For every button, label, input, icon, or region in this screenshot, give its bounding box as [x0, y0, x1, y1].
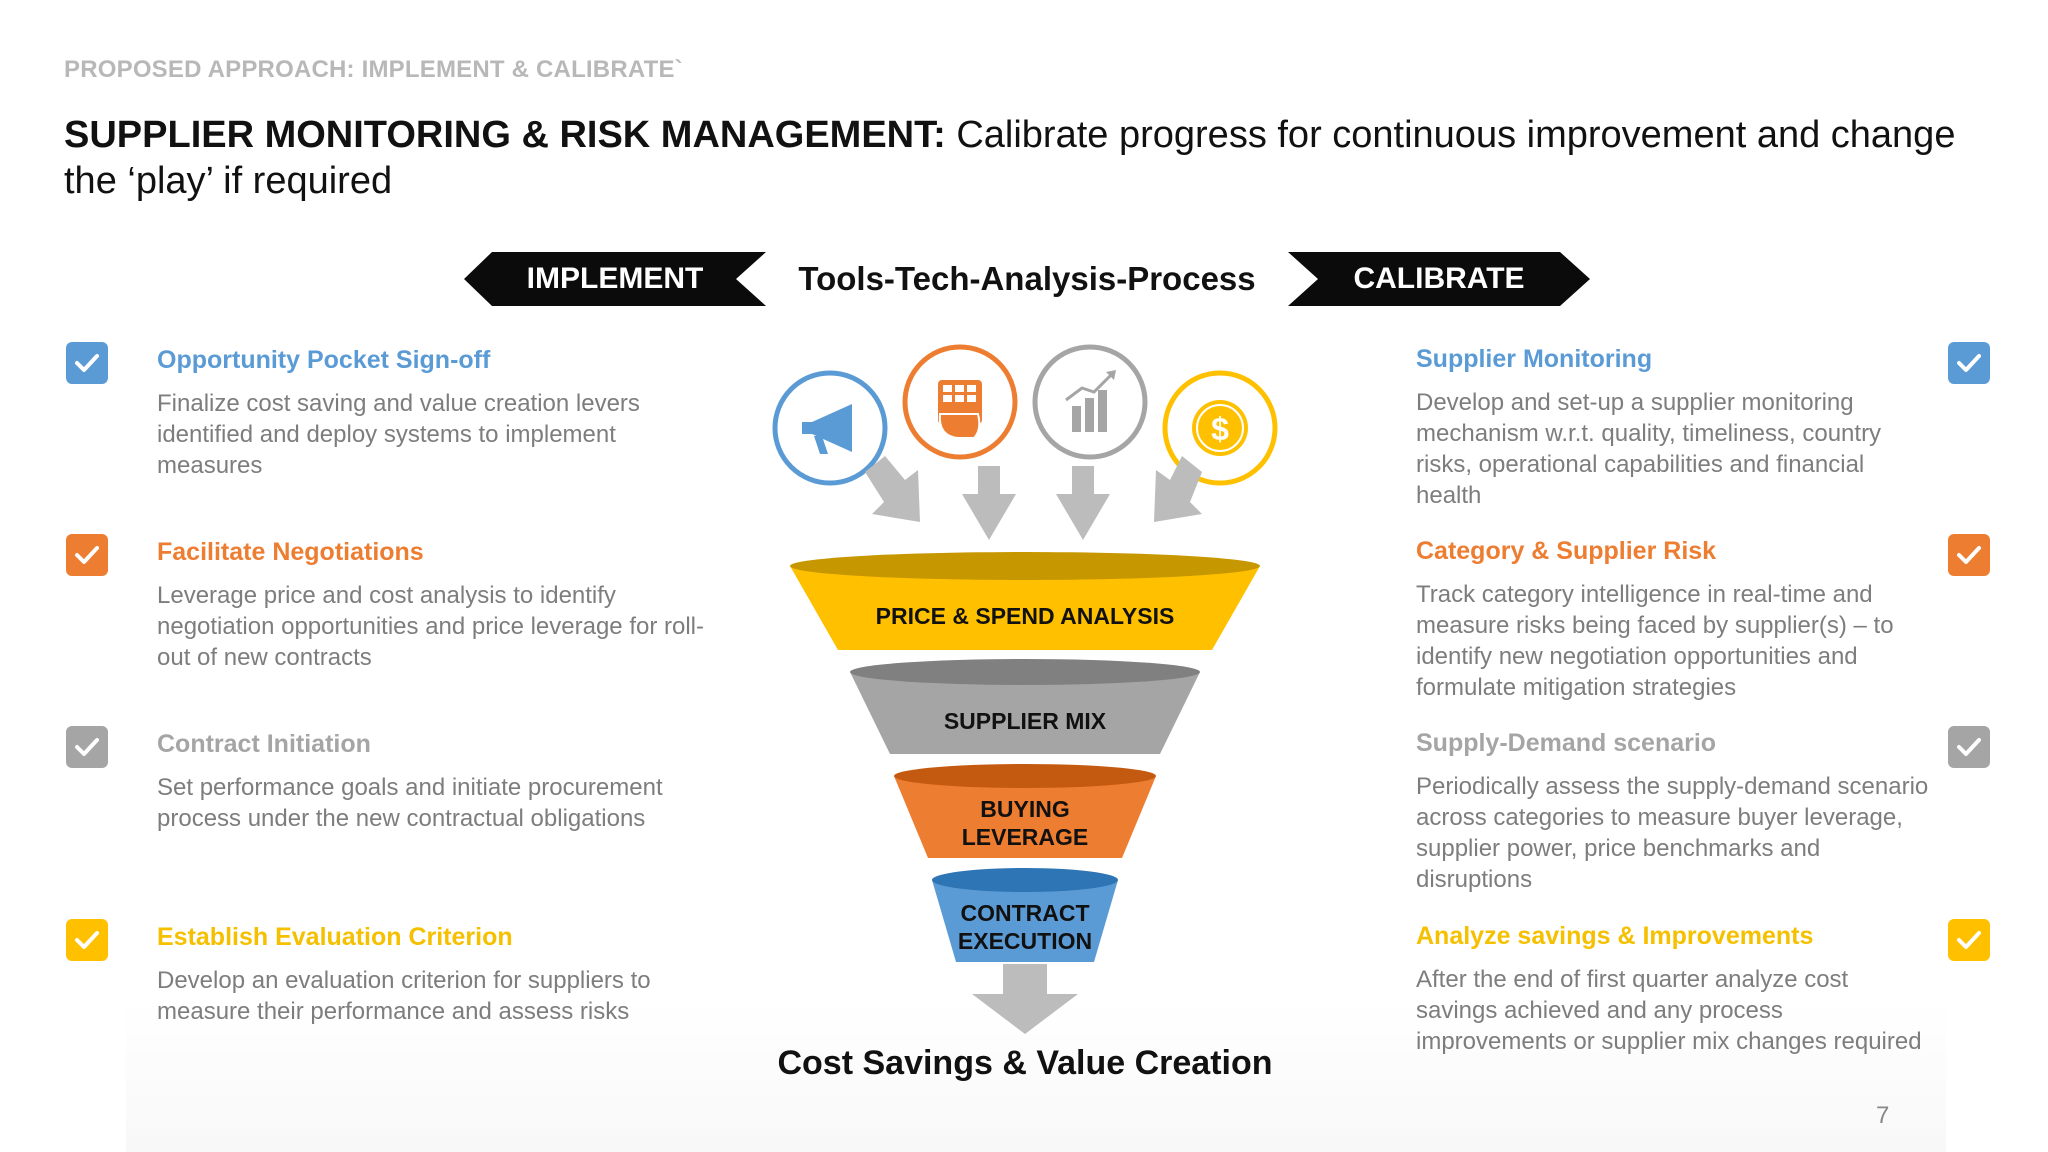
funnel-label: CONTRACT: [960, 900, 1089, 926]
checkbox-checked-icon: [66, 342, 108, 384]
funnel-label: SUPPLIER MIX: [944, 708, 1107, 734]
checkbox-checked-icon: [66, 534, 108, 576]
funnel-level-buying-leverage: BUYING LEVERAGE: [894, 764, 1156, 858]
megaphone-icon: [772, 370, 888, 486]
item-title: Opportunity Pocket Sign-off: [157, 346, 491, 374]
right-item-category-risk: Category & Supplier Risk Track category …: [1416, 536, 1936, 703]
item-description: Set performance goals and initiate procu…: [157, 774, 663, 832]
item-description: Finalize cost saving and value creation …: [157, 390, 640, 479]
right-item-supply-demand: Supply-Demand scenario Periodically asse…: [1416, 728, 1936, 895]
item-title: Facilitate Negotiations: [157, 538, 424, 566]
section-eyebrow: PROPOSED APPROACH: IMPLEMENT & CALIBRATE…: [64, 56, 683, 83]
bar-chart-growth-icon: [1032, 344, 1148, 460]
item-description: After the end of first quarter analyze c…: [1416, 966, 1922, 1055]
arrow-down-icon: [962, 466, 1016, 540]
hand-calculator-icon: [902, 344, 1018, 460]
checkbox-checked-icon: [66, 726, 108, 768]
item-title: Category & Supplier Risk: [1416, 537, 1717, 565]
item-title: Supplier Monitoring: [1416, 345, 1653, 373]
checkbox-checked-icon: [1948, 342, 1990, 384]
funnel-label: EXECUTION: [958, 928, 1092, 954]
right-item-supplier-monitoring: Supplier Monitoring Develop and set-up a…: [1416, 344, 1936, 511]
page-number: 7: [1876, 1102, 1890, 1129]
page-title-rest: Calibrate progress for continuous improv…: [64, 114, 1956, 202]
svg-text:$: $: [1211, 411, 1229, 447]
funnel-result-label: Cost Savings & Value Creation: [777, 1044, 1273, 1082]
item-title: Contract Initiation: [157, 730, 371, 758]
funnel-diagram: $ PRICE & SPEND ANALYSIS SUPPLIER MIX BU…: [772, 344, 1278, 1034]
funnel-level-price-spend: PRICE & SPEND ANALYSIS: [790, 552, 1260, 650]
funnel-label: PRICE & SPEND ANALYSIS: [876, 603, 1175, 629]
checkmark-icon: [1957, 546, 1981, 564]
left-item-negotiations: Facilitate Negotiations Leverage price a…: [157, 537, 717, 673]
funnel-level-contract-execution: CONTRACT EXECUTION: [932, 868, 1118, 962]
checkmark-icon: [75, 354, 99, 372]
checkmark-icon: [75, 546, 99, 564]
page-title: SUPPLIER MONITORING & RISK MANAGEMENT: C…: [64, 112, 1994, 204]
item-description: Develop and set-up a supplier monitoring…: [1416, 389, 1882, 509]
calibrate-label: CALIBRATE: [1353, 262, 1525, 295]
item-description: Develop an evaluation criterion for supp…: [157, 967, 651, 1025]
left-item-evaluation: Establish Evaluation Criterion Develop a…: [157, 922, 717, 1027]
checkbox-checked-icon: [1948, 919, 1990, 961]
checkbox-checked-icon: [1948, 534, 1990, 576]
arrow-down-icon: [1056, 466, 1110, 540]
checkbox-checked-icon: [66, 919, 108, 961]
item-description: Leverage price and cost analysis to iden…: [157, 582, 704, 671]
implement-arrow-banner: IMPLEMENT: [464, 252, 766, 306]
item-title: Analyze savings & Improvements: [1416, 922, 1814, 950]
funnel-level-supplier-mix: SUPPLIER MIX: [850, 659, 1200, 754]
checkbox-checked-icon: [1948, 726, 1990, 768]
dollar-coin-icon: $: [1162, 370, 1278, 486]
checkmark-icon: [75, 931, 99, 949]
item-title: Establish Evaluation Criterion: [157, 923, 513, 951]
implement-label: IMPLEMENT: [526, 262, 704, 295]
checkmark-icon: [1957, 738, 1981, 756]
item-title: Supply-Demand scenario: [1416, 729, 1717, 757]
left-item-opportunity: Opportunity Pocket Sign-off Finalize cos…: [157, 345, 717, 481]
arrow-down-icon: [865, 456, 920, 522]
left-item-contract: Contract Initiation Set performance goal…: [157, 729, 717, 834]
item-description: Track category intelligence in real-time…: [1416, 581, 1894, 701]
input-arrows: [865, 456, 1202, 540]
checkmark-icon: [1957, 354, 1981, 372]
arrow-down-icon: [1154, 456, 1202, 522]
tools-tech-heading: Tools-Tech-Analysis-Process: [798, 260, 1256, 297]
page-title-bold: SUPPLIER MONITORING & RISK MANAGEMENT:: [64, 114, 946, 156]
item-description: Periodically assess the supply-demand sc…: [1416, 773, 1929, 893]
funnel-label: BUYING: [980, 796, 1069, 822]
calibrate-arrow-banner: CALIBRATE: [1288, 252, 1590, 306]
right-item-savings: Analyze savings & Improvements After the…: [1416, 921, 1936, 1057]
checkmark-icon: [75, 738, 99, 756]
funnel-label: LEVERAGE: [962, 824, 1089, 850]
checkmark-icon: [1957, 931, 1981, 949]
output-arrow-icon: [972, 964, 1078, 1034]
